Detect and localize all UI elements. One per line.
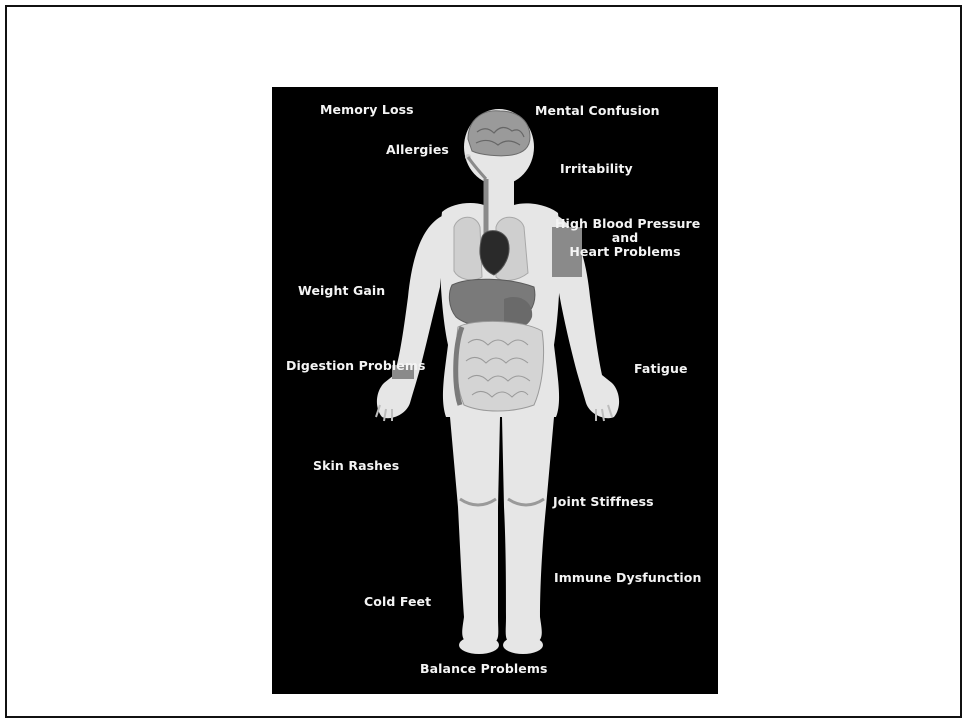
brain bbox=[468, 111, 530, 156]
label-high-blood-pressure-line2: and bbox=[555, 231, 695, 245]
label-digestion-problems: Digestion Problems bbox=[286, 359, 426, 373]
label-high-blood-pressure-line3: Heart Problems bbox=[555, 245, 695, 259]
right-foot bbox=[503, 636, 543, 654]
label-balance-problems: Balance Problems bbox=[420, 662, 548, 676]
label-fatigue: Fatigue bbox=[634, 362, 688, 376]
label-weight-gain: Weight Gain bbox=[298, 284, 385, 298]
label-joint-stiffness: Joint Stiffness bbox=[553, 495, 654, 509]
intestines bbox=[456, 321, 544, 411]
label-mental-confusion: Mental Confusion bbox=[535, 104, 660, 118]
label-cold-feet: Cold Feet bbox=[364, 595, 431, 609]
label-allergies: Allergies bbox=[386, 143, 449, 157]
label-high-blood-pressure-line1: High Blood Pressure bbox=[555, 217, 695, 231]
label-irritability: Irritability bbox=[560, 162, 633, 176]
human-body-illustration bbox=[272, 87, 718, 694]
left-foot bbox=[459, 636, 499, 654]
right-leg bbox=[502, 417, 554, 643]
left-arm bbox=[377, 215, 444, 418]
lungs bbox=[454, 217, 482, 280]
left-leg bbox=[450, 417, 500, 643]
label-high-blood-pressure: High Blood Pressure and Heart Problems bbox=[555, 217, 695, 259]
label-memory-loss: Memory Loss bbox=[320, 103, 414, 117]
label-immune-dysfunction: Immune Dysfunction bbox=[554, 571, 702, 585]
figure-frame: Memory Loss Mental Confusion Allergies I… bbox=[5, 5, 962, 718]
label-skin-rashes: Skin Rashes bbox=[313, 459, 399, 473]
body-diagram-panel: Memory Loss Mental Confusion Allergies I… bbox=[272, 87, 718, 694]
